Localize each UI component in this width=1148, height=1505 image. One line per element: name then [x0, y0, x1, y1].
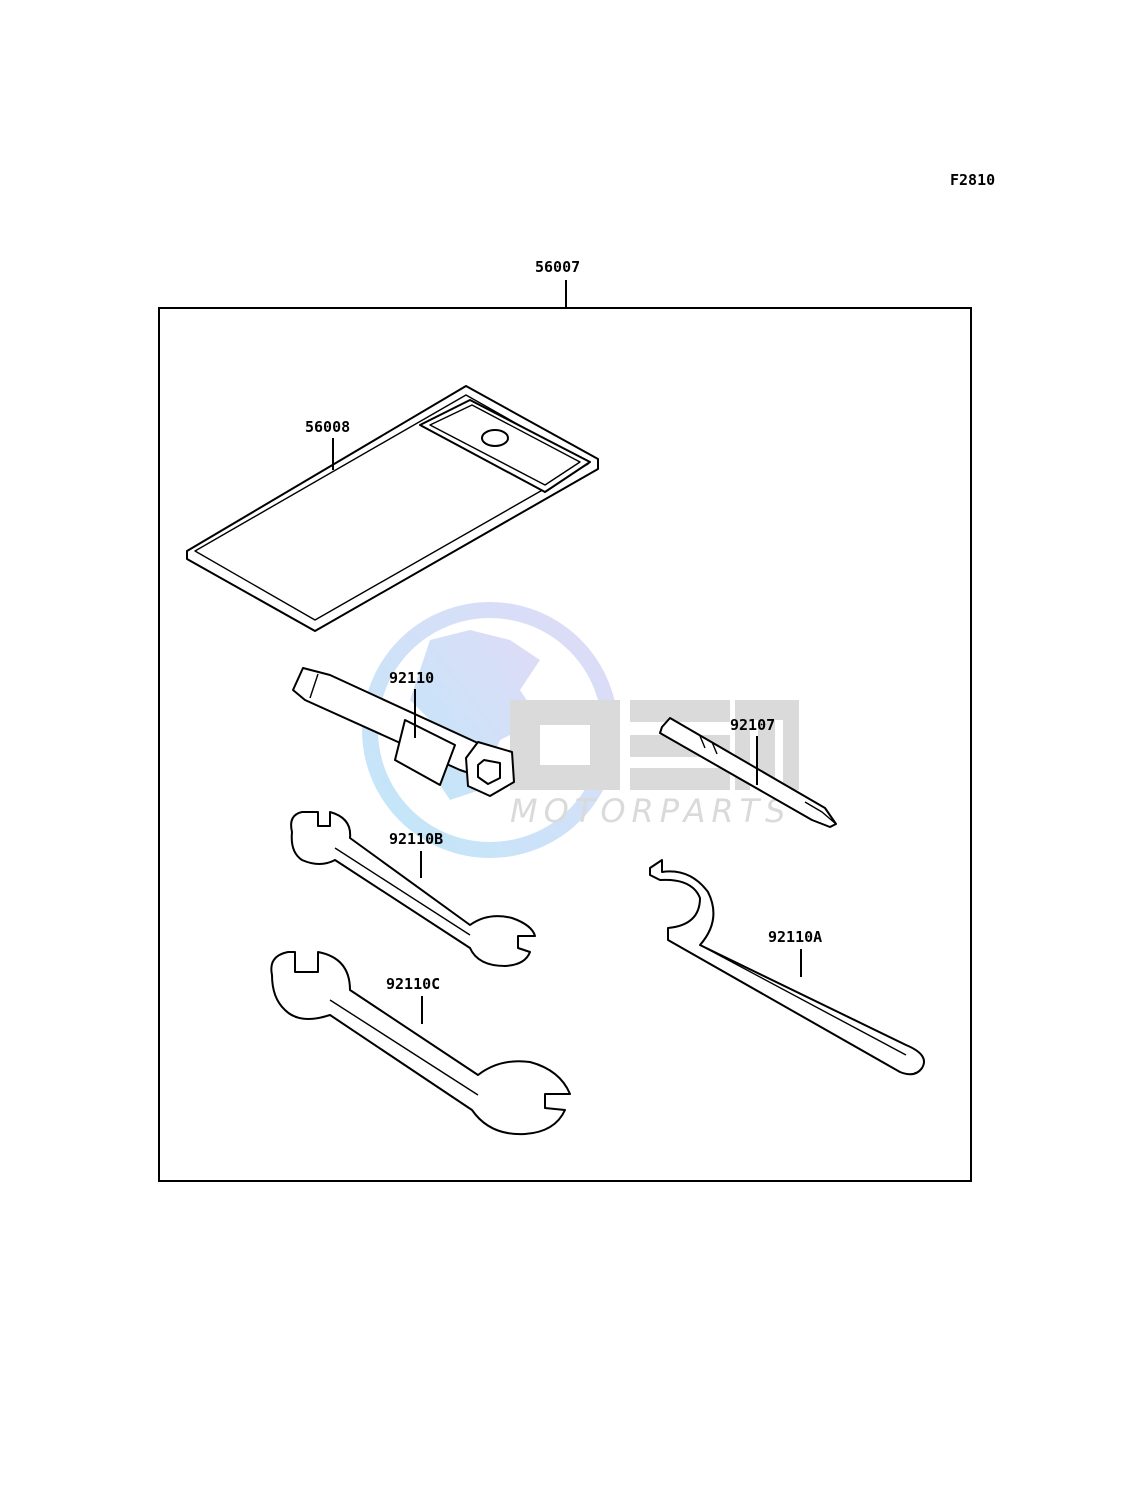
label-case: 56008 — [305, 418, 350, 436]
tool-case-flap — [419, 399, 591, 493]
tool-case-button — [481, 429, 509, 447]
kit-frame — [158, 307, 972, 1182]
label-wrench-b: 92110B — [389, 830, 443, 848]
figure-code: F2810 — [950, 171, 995, 189]
box-wrench-hex-hole — [477, 759, 501, 785]
wrench-b — [290, 811, 536, 967]
wrench-b-body — [290, 811, 536, 967]
box-wrench-sleeve — [394, 719, 456, 786]
hook-wrench — [649, 859, 925, 1076]
box-wrench — [292, 667, 515, 797]
hook-wrench-body — [649, 859, 925, 1076]
label-hook-wrench: 92110A — [768, 928, 822, 946]
wrench-c-body — [270, 951, 571, 1136]
label-screwdriver: 92107 — [730, 716, 775, 734]
label-wrench-c: 92110C — [386, 975, 440, 993]
watermark-subtext: MOTORPARTS — [510, 792, 791, 830]
tool-case — [186, 385, 599, 632]
label-box-wrench: 92110 — [389, 669, 434, 687]
kit-label: 56007 — [535, 258, 580, 276]
screwdriver — [659, 717, 837, 828]
wrench-c — [270, 951, 571, 1136]
